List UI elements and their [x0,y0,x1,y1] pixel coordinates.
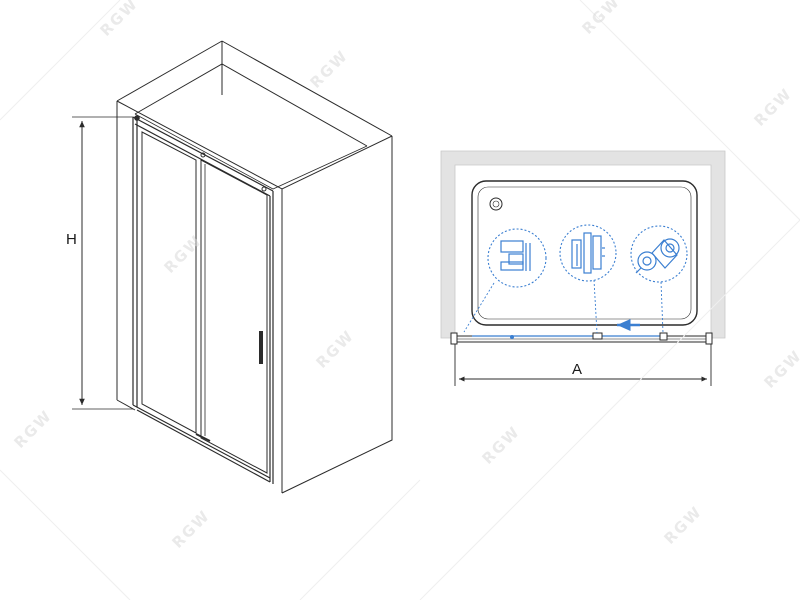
fixed-panel [141,131,197,434]
isometric-view [116,40,393,494]
height-dimension [72,116,133,410]
drain-icon [489,197,503,211]
inner-top-right [134,113,368,190]
width-dimension [454,344,712,386]
plan-view [440,150,726,386]
right-wall-side [281,136,393,494]
door-profile-plan [450,332,713,345]
back-wall [221,40,393,137]
door-frame [132,116,274,484]
left-wall-top [116,40,223,102]
door-handle-icon [259,331,263,364]
wall-profile-detail-icon [463,228,547,333]
niche-walls [440,150,726,339]
sliding-door [200,159,268,474]
width-label: A [572,361,583,378]
floor-edge [116,399,136,411]
right-wall-top [116,100,393,190]
roller-detail-icon [630,225,688,334]
door-guide-detail-icon [559,224,617,334]
height-label: H [66,231,77,248]
